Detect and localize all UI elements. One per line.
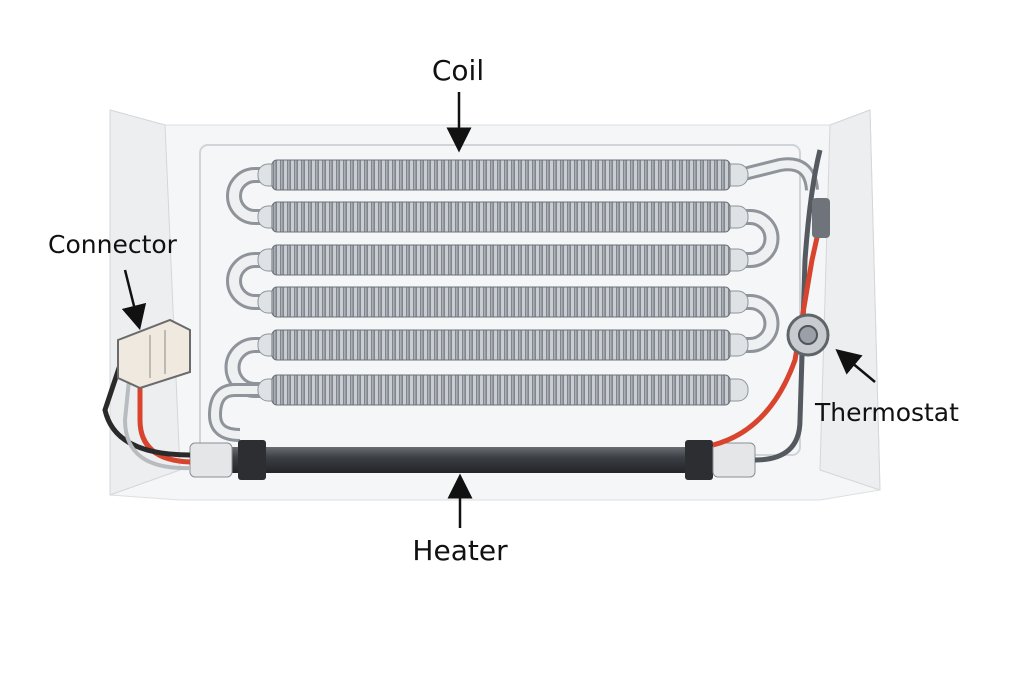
thermostat-arrow <box>835 348 876 383</box>
coil-bend-highlight <box>740 212 777 265</box>
coil-bend-highlight <box>740 297 777 350</box>
heater-callout: Heater <box>412 473 508 567</box>
coil-fins <box>271 244 731 276</box>
thermostat <box>786 313 830 357</box>
thermostat-label: Thermostat <box>814 398 959 427</box>
coil-bend-highlight <box>229 170 265 222</box>
coil-callout: Coil <box>432 54 484 153</box>
coil-fins <box>271 329 731 361</box>
connector-label: Connector <box>48 230 178 259</box>
wires <box>102 149 830 471</box>
heater-label: Heater <box>412 534 508 567</box>
coil-bend-highlight <box>229 255 265 307</box>
heater <box>189 440 756 480</box>
connector-arrow <box>121 269 147 331</box>
coil-fins <box>271 159 731 191</box>
wire-sleeve <box>812 198 830 238</box>
coil-fins <box>271 201 731 233</box>
connector <box>117 318 191 390</box>
coil-fins <box>271 374 731 406</box>
coil <box>207 157 819 442</box>
coil-return-highlight <box>210 386 270 439</box>
connector-callout: Connector <box>48 230 178 331</box>
coil-fins <box>271 286 731 318</box>
thermostat-callout: Thermostat <box>814 348 959 427</box>
coil-label: Coil <box>432 54 484 87</box>
